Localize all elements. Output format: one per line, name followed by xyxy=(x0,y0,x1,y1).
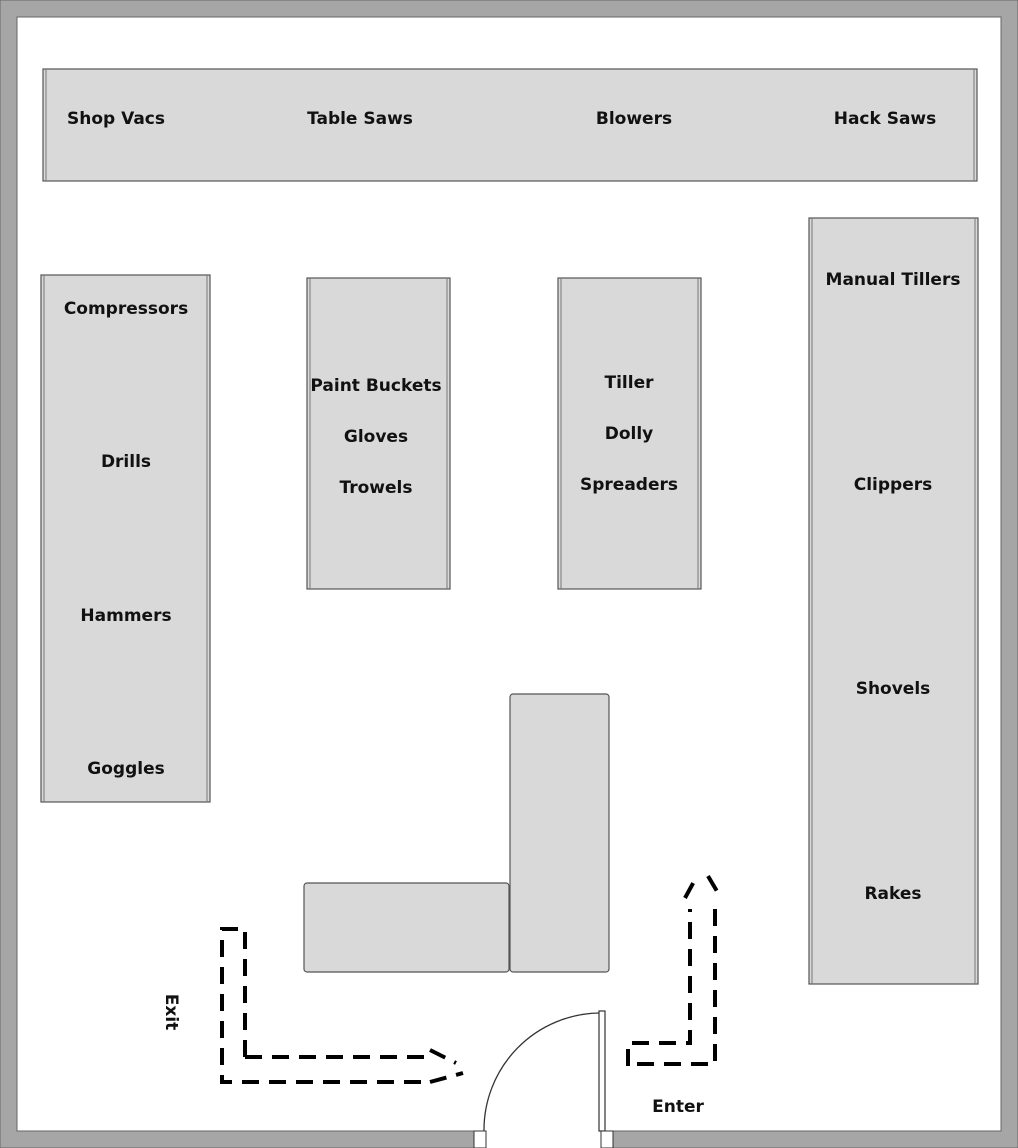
shelf-center-left xyxy=(306,277,451,590)
shelf-top xyxy=(42,68,978,182)
shelf-label-drills: Drills xyxy=(101,452,151,472)
shelf-label-manual-tillers: Manual Tillers xyxy=(826,270,961,290)
shelf-label-paint-buckets: Paint Buckets xyxy=(310,376,441,396)
enter-label: Enter xyxy=(652,1097,704,1117)
shelf-label-hammers: Hammers xyxy=(80,606,171,626)
shelf-label-tiller: Tiller xyxy=(605,373,655,393)
shelf-label-shop-vacs: Shop Vacs xyxy=(67,109,165,129)
shelf-left xyxy=(40,274,211,803)
shelf-label-table-saws: Table Saws xyxy=(307,109,413,129)
shelf-label-compressors: Compressors xyxy=(64,299,188,319)
shelf-label-blowers: Blowers xyxy=(596,109,672,129)
exit-label: Exit xyxy=(161,994,181,1031)
shelf-label-goggles: Goggles xyxy=(87,759,164,779)
shelf-label-dolly: Dolly xyxy=(605,424,654,444)
shelf-center-right xyxy=(557,277,702,590)
shelf-label-gloves: Gloves xyxy=(344,427,408,447)
shelf-label-trowels: Trowels xyxy=(340,478,413,498)
shelf-label-spreaders: Spreaders xyxy=(580,475,678,495)
shelf-label-shovels: Shovels xyxy=(856,679,931,699)
shelf-label-rakes: Rakes xyxy=(864,884,921,904)
shelf-right xyxy=(808,217,979,985)
entrance-door xyxy=(473,1010,614,1148)
shelf-label-clippers: Clippers xyxy=(854,475,933,495)
exit-path-arrow xyxy=(220,927,464,1084)
shelf-label-hack-saws: Hack Saws xyxy=(834,109,937,129)
counter-vertical xyxy=(509,693,610,973)
enter-path-arrow xyxy=(626,874,723,1066)
counter-horizontal xyxy=(303,882,510,973)
